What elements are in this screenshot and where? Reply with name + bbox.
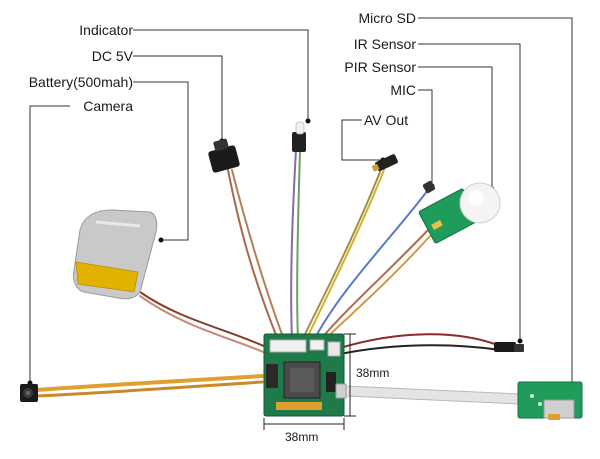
pir-sensor-label: PIR Sensor bbox=[344, 59, 416, 75]
width-dimension: 38mm bbox=[285, 430, 319, 444]
micro-sd-label: Micro SD bbox=[358, 10, 416, 26]
battery-leader bbox=[133, 81, 189, 241]
camera-ribbon-b bbox=[34, 380, 264, 398]
pir-wire-orange bbox=[323, 235, 431, 341]
mic-label: MIC bbox=[390, 82, 416, 98]
battery bbox=[73, 209, 158, 300]
main-board bbox=[263, 333, 347, 417]
wires bbox=[34, 149, 501, 398]
mic-wire-blue bbox=[313, 189, 429, 341]
camera-ribbon-a bbox=[34, 374, 264, 392]
camera-label: Camera bbox=[83, 98, 133, 114]
pir-sensor-leader bbox=[418, 66, 493, 188]
indicator-label: Indicator bbox=[79, 22, 133, 38]
mic bbox=[422, 180, 436, 194]
micro-sd-board bbox=[517, 381, 583, 420]
dimension-lines bbox=[263, 333, 356, 430]
avout-wire-olive bbox=[301, 171, 381, 341]
ir-sensor-label: IR Sensor bbox=[353, 36, 416, 52]
battery-highlight bbox=[95, 220, 141, 228]
ir-sensor-dot bbox=[517, 338, 523, 344]
dc5v-label: DC 5V bbox=[91, 48, 133, 64]
av-out-leader bbox=[341, 119, 382, 161]
ir-wire-red bbox=[339, 333, 501, 349]
indicator-wire-green bbox=[296, 149, 301, 341]
height-dimension: 38mm bbox=[356, 366, 390, 380]
ir-wire-black bbox=[339, 344, 501, 355]
avout-wire-yellow bbox=[305, 169, 385, 341]
mic-leader bbox=[418, 89, 433, 186]
camera-module bbox=[20, 384, 38, 402]
sd-ribbon bbox=[345, 385, 521, 405]
dc5v-leader bbox=[133, 55, 223, 140]
indicator-dot bbox=[305, 118, 311, 124]
dc5v-wire-a bbox=[227, 169, 279, 341]
battery-dot bbox=[158, 237, 164, 243]
pir-wire-brown bbox=[319, 229, 429, 341]
av-out-plug bbox=[371, 154, 398, 172]
ir-sensor-leader bbox=[418, 43, 521, 340]
battery-label: Battery(500mah) bbox=[28, 74, 133, 90]
pir-sensor bbox=[418, 182, 501, 244]
leader-lines bbox=[29, 17, 573, 392]
micro-sd-leader bbox=[418, 17, 573, 392]
dc5v-connector bbox=[208, 138, 240, 173]
indicator-wire-purple bbox=[290, 149, 297, 341]
ir-sensor-plug bbox=[494, 342, 524, 352]
battery-band bbox=[75, 261, 139, 293]
av-out-label: AV Out bbox=[364, 112, 409, 128]
indicator-leader bbox=[133, 29, 309, 120]
battery-wire-red bbox=[139, 291, 269, 349]
camera-leader bbox=[29, 105, 70, 382]
dc5v-wire-b bbox=[231, 169, 285, 341]
indicator-led bbox=[292, 121, 306, 152]
battery-wire-pink bbox=[139, 295, 269, 355]
